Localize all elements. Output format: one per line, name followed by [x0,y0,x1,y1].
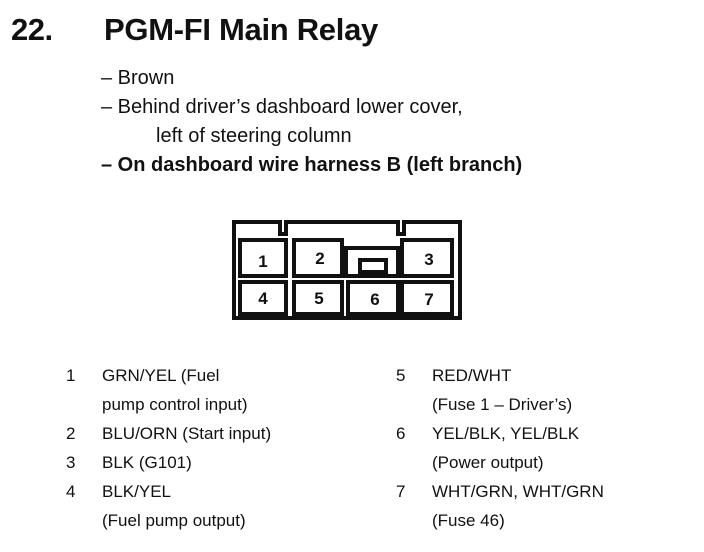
pin-cell-2 [292,238,344,278]
list-item: 6 YEL/BLK, YEL/BLK [396,419,604,448]
list-item: 5 RED/WHT [396,361,604,390]
pin-wire-note: (Power output) [432,453,544,472]
pin-wire: BLK/YEL [102,482,171,501]
list-item-continued: pump control input) [66,390,271,419]
list-item-continued: (Fuse 1 – Driver’s) [396,390,604,419]
pin-label-7: 7 [424,290,433,309]
pin-label-5: 5 [314,289,323,308]
pin-wire-note: (Fuel pump output) [102,511,246,530]
connector-outline [232,220,462,320]
list-item: 4 BLK/YEL [66,477,271,506]
pin-number: 6 [396,424,406,443]
location-line-continued: left of steering column [156,125,352,147]
list-item: 2 BLU/ORN (Start input) [66,419,271,448]
pin-list-left: 1 GRN/YEL (Fuel pump control input) 2 BL… [66,361,271,535]
pin-label-3: 3 [424,250,433,269]
pin-label-2: 2 [315,249,324,268]
pin-cell-5 [292,280,344,316]
location-description: – Brown – Behind driver’s dashboard lowe… [101,64,522,180]
pin-wire: BLK (G101) [102,453,192,472]
pin-list-right: 5 RED/WHT (Fuse 1 – Driver’s) 6 YEL/BLK,… [396,361,604,535]
pin-number: 2 [66,424,76,443]
page-title: PGM-FI Main Relay [104,12,378,47]
pin-number: 1 [66,366,76,385]
connector-diagram: 1 2 3 4 5 6 7 [232,220,462,320]
list-item: 3 BLK (G101) [66,448,271,477]
pin-cell-6 [346,280,400,316]
pin-label-1: 1 [258,252,267,271]
list-item: 7 WHT/GRN, WHT/GRN [396,477,604,506]
pin-cell-7 [400,280,454,316]
pin-cell-4 [238,280,288,316]
color-line: – Brown [101,67,175,89]
lock-tab [358,258,388,274]
pin-label-4: 4 [258,289,268,308]
pin-number: 7 [396,482,406,501]
pin-number: 4 [66,482,76,501]
pin-wire-note: (Fuse 46) [432,511,505,530]
pin-wire: GRN/YEL (Fuel [102,366,220,385]
pin-cell-1 [238,238,288,278]
list-item-continued: (Fuse 46) [396,506,604,535]
pin-wire-note: (Fuse 1 – Driver’s) [432,395,573,414]
pin-wire: RED/WHT [432,366,512,385]
section-number: 22. [11,12,53,47]
list-item-continued: (Power output) [396,448,604,477]
list-item: 1 GRN/YEL (Fuel [66,361,271,390]
pin-wire: BLU/ORN (Start input) [102,424,272,443]
pin-wire: WHT/GRN, WHT/GRN [432,482,604,501]
pin-number: 5 [396,366,406,385]
location-line: – Behind driver’s dashboard lower cover, [101,96,463,118]
lock-tab-area [344,246,400,278]
pin-wire: YEL/BLK, YEL/BLK [432,424,580,443]
pin-label-6: 6 [370,290,379,309]
harness-line: – On dashboard wire harness B (left bran… [101,154,523,176]
pin-cell-3 [400,238,454,278]
pin-wire-note: pump control input) [102,395,248,414]
pin-number: 3 [66,453,76,472]
list-item-continued: (Fuel pump output) [66,506,271,535]
